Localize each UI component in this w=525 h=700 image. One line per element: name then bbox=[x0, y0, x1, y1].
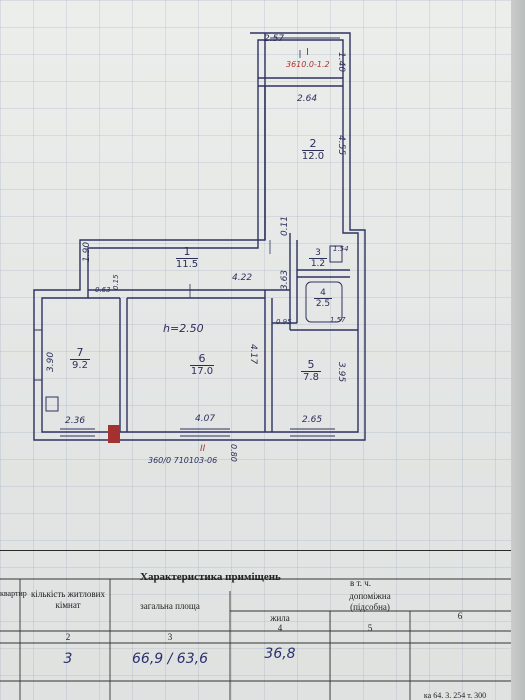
value-total-area: 66,9 / 63,6 bbox=[132, 651, 208, 667]
room-balcony-num: I bbox=[306, 47, 309, 58]
room-6: 6 17.0 bbox=[186, 352, 218, 377]
dim-room6-bottom: 4.07 bbox=[195, 414, 216, 424]
col-num-3: 3 bbox=[167, 632, 173, 642]
col-num-6: 6 bbox=[457, 611, 463, 621]
col-num-4: 4 bbox=[277, 623, 283, 633]
characteristics-table: Характеристика приміщень в т. ч. квартир… bbox=[0, 550, 511, 700]
dim-room1-right: 4.22 bbox=[232, 273, 253, 283]
room-7: 7 9.2 bbox=[66, 346, 94, 371]
dim-room5-side: 3.95 bbox=[336, 362, 346, 383]
room-5-num: 5 bbox=[307, 358, 315, 371]
col-living-header: жила bbox=[270, 613, 290, 623]
dim-wall-011: 0.11 bbox=[280, 215, 290, 236]
col-rooms-header: кількість житлових кімнат bbox=[31, 589, 105, 610]
ceiling-height: h=2.50 bbox=[163, 322, 204, 335]
room-1: 1 11.5 bbox=[172, 245, 202, 270]
room-2-area: 12.0 bbox=[301, 151, 325, 162]
room-7-num: 7 bbox=[76, 346, 84, 359]
room-2-num: 2 bbox=[309, 137, 317, 150]
col-total-header: загальна площа bbox=[140, 601, 200, 611]
room-3-area: 1.2 bbox=[310, 259, 326, 269]
room-6-area: 17.0 bbox=[190, 366, 214, 377]
dim-room5-bottom: 2.65 bbox=[302, 415, 323, 425]
col-aux-header: допоміжна (підсобна) bbox=[349, 591, 391, 612]
table-footer: ка 64. 3. 254 т. 300 bbox=[423, 691, 487, 700]
room-5-area: 7.8 bbox=[303, 372, 319, 383]
loggia-num: II bbox=[200, 444, 206, 454]
room-4-num: 4 bbox=[320, 288, 326, 298]
dim-room6-height: 4.17 bbox=[248, 344, 258, 365]
dim-room7-side: 0.15 bbox=[112, 274, 120, 290]
col-num-5: 5 bbox=[367, 623, 373, 633]
col-num-2: 2 bbox=[65, 632, 71, 642]
table-title: Характеристика приміщень bbox=[140, 571, 281, 583]
value-rooms: 3 bbox=[63, 651, 73, 667]
dim-wall-095: 0.95 bbox=[276, 318, 292, 326]
room-5: 5 7.8 bbox=[297, 358, 325, 383]
dim-balcony-width: 2.57 bbox=[264, 34, 285, 44]
dim-room4-side: 1.57 bbox=[330, 316, 346, 324]
dim-room2-top: 2.64 bbox=[297, 94, 318, 104]
dim-exterior-right: 0.80 bbox=[229, 444, 238, 462]
room-1-num: 1 bbox=[183, 245, 191, 258]
dim-room2-side: 4.55 bbox=[336, 135, 346, 156]
dim-room7-height: 3.90 bbox=[46, 351, 56, 372]
dim-room7-bottom: 2.36 bbox=[65, 416, 86, 426]
dim-balcony-height: 1.40 bbox=[336, 52, 346, 73]
room-4: 4 2.5 bbox=[310, 288, 336, 309]
room-7-area: 9.2 bbox=[72, 360, 88, 371]
dim-exterior-label: 360/0 710103-06 bbox=[148, 456, 218, 465]
floor-plan-drawing bbox=[33, 32, 366, 443]
table-in-that-number: в т. ч. bbox=[350, 578, 372, 588]
col-left-header: квартир bbox=[0, 589, 27, 598]
dim-room3-right: 1.54 bbox=[333, 245, 349, 253]
room-3: 3 1.2 bbox=[305, 248, 331, 269]
room-6-num: 6 bbox=[198, 352, 206, 365]
table-grid bbox=[0, 578, 511, 700]
dim-room7-small: 0.63 bbox=[95, 286, 111, 294]
value-living-area: 36,8 bbox=[264, 646, 296, 662]
room-4-area: 2.5 bbox=[315, 299, 331, 309]
room-2: 2 12.0 bbox=[298, 137, 328, 162]
dim-room1-left: 1.90 bbox=[82, 241, 92, 262]
room-3-num: 3 bbox=[315, 248, 321, 258]
dim-balcony-label: 3610.0-1.2 bbox=[286, 60, 330, 69]
page-edge bbox=[511, 0, 525, 700]
dim-room3-height: 3.63 bbox=[280, 269, 290, 290]
room-1-area: 11.5 bbox=[175, 259, 199, 270]
